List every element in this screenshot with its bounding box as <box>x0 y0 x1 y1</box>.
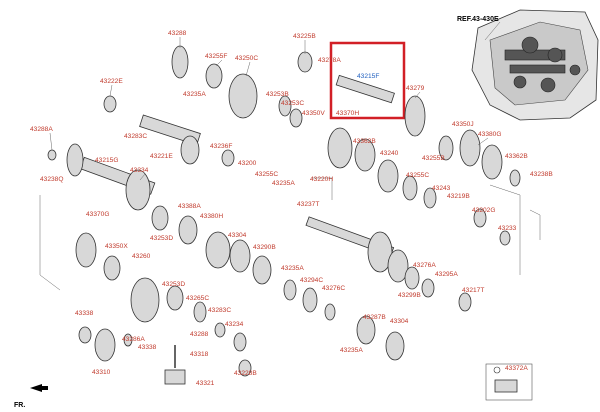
part-label: 43288 <box>190 331 209 338</box>
part-label: 43255C <box>255 171 278 178</box>
part-label: 43338 <box>75 310 94 317</box>
part-label: 43350J <box>452 121 474 128</box>
part-label: 43253B <box>266 91 289 98</box>
part-label: 43362B <box>353 138 376 145</box>
transmission-housing-illustration <box>471 9 599 121</box>
part-label: 43370H <box>336 110 359 117</box>
part-box <box>485 363 533 401</box>
part-label: 43276C <box>322 285 345 292</box>
part-label: 43380G <box>478 131 501 138</box>
part-label: 43220H <box>310 176 333 183</box>
part-label: 43372A <box>505 365 528 372</box>
part-label: 43295A <box>435 271 458 278</box>
part-label: 43235A <box>183 91 206 98</box>
part-label: 43235A <box>281 265 304 272</box>
part-label: 43238Q <box>40 176 63 183</box>
part-label: 43287B <box>363 314 386 321</box>
part-label: 43288 <box>168 30 187 37</box>
highlight-box <box>329 41 406 120</box>
part-label: 43217T <box>462 287 484 294</box>
part-label: 43265C <box>186 295 209 302</box>
part-label: 43228B <box>234 370 257 377</box>
part-label: 43304 <box>390 318 409 325</box>
part-label: 43221E <box>150 153 173 160</box>
part-label: 43215G <box>95 157 118 164</box>
part-label: 43304 <box>228 232 247 239</box>
part-label: 43350X <box>105 243 128 250</box>
part-label: 43255B <box>422 155 445 162</box>
part-label: 43222E <box>100 78 123 85</box>
part-label: 43283C <box>124 133 147 140</box>
part-label: 43290B <box>253 244 276 251</box>
part-label: 43279 <box>406 85 425 92</box>
part-label: 43310 <box>92 369 111 376</box>
part-label: 43202G <box>472 207 495 214</box>
part-label: 43235A <box>272 180 295 187</box>
leader-lines <box>49 37 489 181</box>
reference-label: REF.43-430E <box>457 16 499 23</box>
highlighted-part-label: 43215F <box>357 73 379 80</box>
part-label: 43380H <box>200 213 223 220</box>
part-label: 43334 <box>130 167 149 174</box>
part-label: 43237T <box>297 201 319 208</box>
part-label: 43253C <box>281 100 304 107</box>
part-label: 43255F <box>205 53 227 60</box>
part-label: 43350V <box>302 110 325 117</box>
part-label: 43370G <box>86 211 109 218</box>
part-label: 43338 <box>138 344 157 351</box>
part-label: 43234 <box>225 321 244 328</box>
gear-parts <box>47 45 521 393</box>
part-label: 43253D <box>162 281 185 288</box>
part-label: 43294C <box>300 277 323 284</box>
part-label: 43255C <box>406 172 429 179</box>
part-labels: 43288 43255F 43250C 43225B 43278A 43215F… <box>30 30 553 387</box>
front-marker-label: FR. <box>14 402 25 409</box>
front-direction-marker <box>30 384 48 392</box>
part-label: 43288A <box>30 126 53 133</box>
part-label: 43243 <box>432 185 451 192</box>
part-label: 43200 <box>238 160 257 167</box>
part-label: 43388A <box>178 203 201 210</box>
part-label: 43253D <box>150 235 173 242</box>
part-label: 43219B <box>447 193 470 200</box>
part-label: 43286A <box>122 336 145 343</box>
part-label: 43260 <box>132 253 151 260</box>
part-label: 43236F <box>210 143 232 150</box>
part-label: 43250C <box>235 55 258 62</box>
main-shaft-upper <box>139 74 395 146</box>
part-label: 43283C <box>208 307 231 314</box>
part-label: 43299B <box>398 292 421 299</box>
part-label: 43276A <box>413 262 436 269</box>
part-label: 43321 <box>196 380 215 387</box>
part-label: 43233 <box>498 225 517 232</box>
part-label: 43240 <box>380 150 399 157</box>
part-label: 43225B <box>293 33 316 40</box>
info-icon <box>493 366 501 374</box>
bracket-lines <box>39 177 541 291</box>
part-label: 43278A <box>318 57 341 64</box>
part-label: 43238B <box>530 171 553 178</box>
part-label: 43318 <box>190 351 209 358</box>
part-label: 43235A <box>340 347 363 354</box>
part-label: 43362B <box>505 153 528 160</box>
